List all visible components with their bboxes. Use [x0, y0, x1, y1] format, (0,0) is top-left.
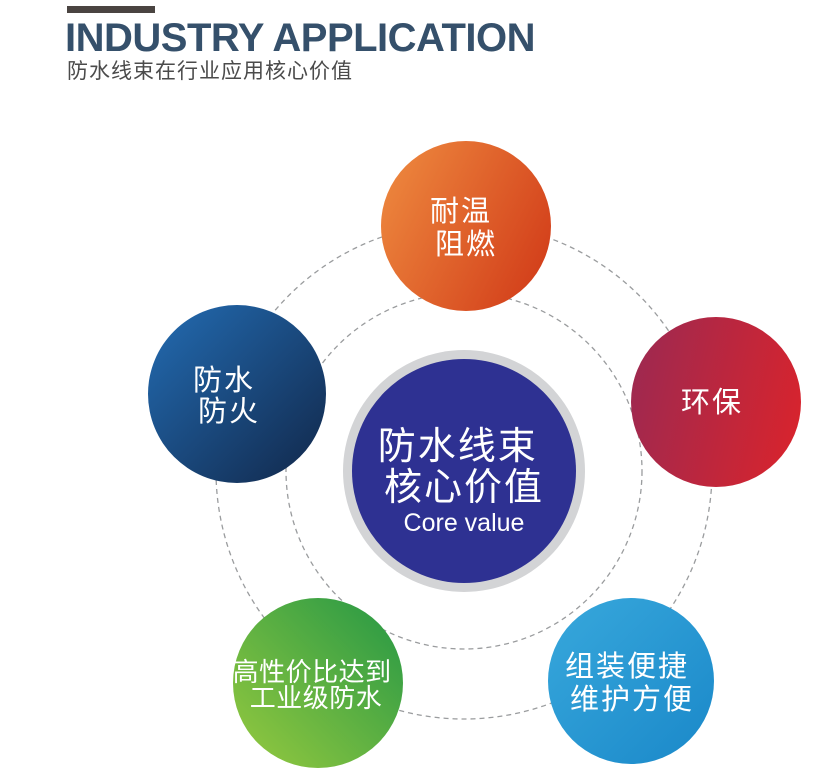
satellite-label-line1: 环保: [681, 386, 743, 419]
center-label-line1: 防水线束: [378, 426, 538, 468]
satellite-circle: [381, 141, 551, 311]
satellite-label: 组装便捷 维护方便: [565, 650, 699, 716]
satellite-label: 防水 防火: [193, 364, 265, 428]
page-title: INDUSTRY APPLICATION: [65, 16, 536, 60]
satellite-cost-effective: 高性价比达到 工业级防水: [233, 598, 403, 768]
satellite-label-line2: 维护方便: [570, 683, 694, 716]
center-sublabel: Core value: [404, 509, 525, 537]
title-accent-bar: [67, 6, 155, 13]
satellite-temperature-flame-resist: 耐温 阻燃: [381, 141, 551, 311]
satellite-waterproof-fireproof: 防水 防火: [148, 305, 326, 483]
satellite-label-line1: 高性价比达到: [233, 657, 392, 687]
satellite-circle: [148, 305, 326, 483]
satellite-circle: [548, 598, 714, 764]
satellite-label-line2: 防火: [198, 395, 260, 428]
satellite-label-line1: 组装便捷: [565, 650, 689, 683]
satellite-label-line2: 阻燃: [435, 228, 497, 261]
satellite-eco-friendly: 环保: [631, 317, 801, 487]
satellite-label: 高性价比达到 工业级防水: [233, 657, 400, 713]
satellite-circle: [631, 317, 801, 487]
satellite-easy-assembly-maintain: 组装便捷 维护方便: [548, 598, 714, 764]
center-label: 防水线束 核心价值: [378, 426, 551, 509]
satellite-circle: [233, 598, 403, 768]
satellite-label: 耐温 阻燃: [430, 195, 502, 261]
satellite-label: 环保: [681, 386, 743, 419]
center-circle: [352, 359, 576, 583]
satellite-label-line1: 防水: [193, 364, 255, 397]
satellite-label-line1: 耐温: [430, 195, 492, 228]
center-label-line2: 核心价值: [384, 467, 544, 509]
page-subtitle: 防水线束在行业应用核心价值: [67, 60, 353, 83]
center-core-value-circle: 防水线束 核心价值 Core value: [343, 350, 585, 592]
satellite-label-line2: 工业级防水: [250, 683, 383, 713]
